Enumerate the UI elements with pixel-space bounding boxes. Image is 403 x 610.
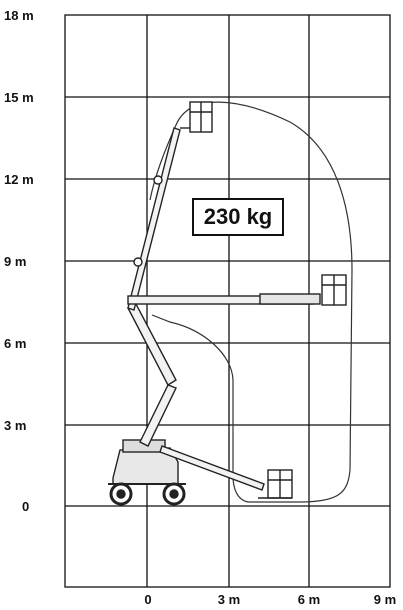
y-axis-label-18m: 18 m [4, 8, 34, 23]
y-axis-label-9m: 9 m [4, 254, 27, 269]
boom-lift-icon [108, 101, 347, 506]
y-axis-label-0: 0 [22, 499, 30, 514]
boom-joint [133, 257, 143, 267]
x-axis-label-9m: 9 m [373, 592, 397, 607]
lower-arm [127, 303, 177, 386]
y-axis-label-6m: 6 m [4, 336, 27, 351]
platform-basket-icon [321, 274, 347, 306]
x-axis-label-6m: 6 m [297, 592, 321, 607]
boom-joint [153, 175, 163, 185]
jib-horizontal [259, 293, 321, 305]
platform-basket-icon [180, 101, 213, 133]
wheel-icon [162, 482, 186, 506]
platform-basket-icon [258, 469, 293, 499]
x-axis-label-3m: 3 m [217, 592, 241, 607]
y-axis-label-3m: 3 m [4, 418, 27, 433]
y-axis-label-12m: 12 m [4, 172, 34, 187]
wheel-icon [109, 482, 133, 506]
main-boom-low [159, 445, 265, 491]
lower-arm [139, 384, 177, 447]
grid [64, 14, 391, 588]
grid-frame [64, 14, 391, 588]
load-capacity-label: 230 kg [192, 198, 284, 236]
main-boom-vertical [127, 127, 181, 311]
x-axis-label-0: 0 [144, 592, 152, 607]
y-axis-label-15m: 15 m [4, 90, 34, 105]
